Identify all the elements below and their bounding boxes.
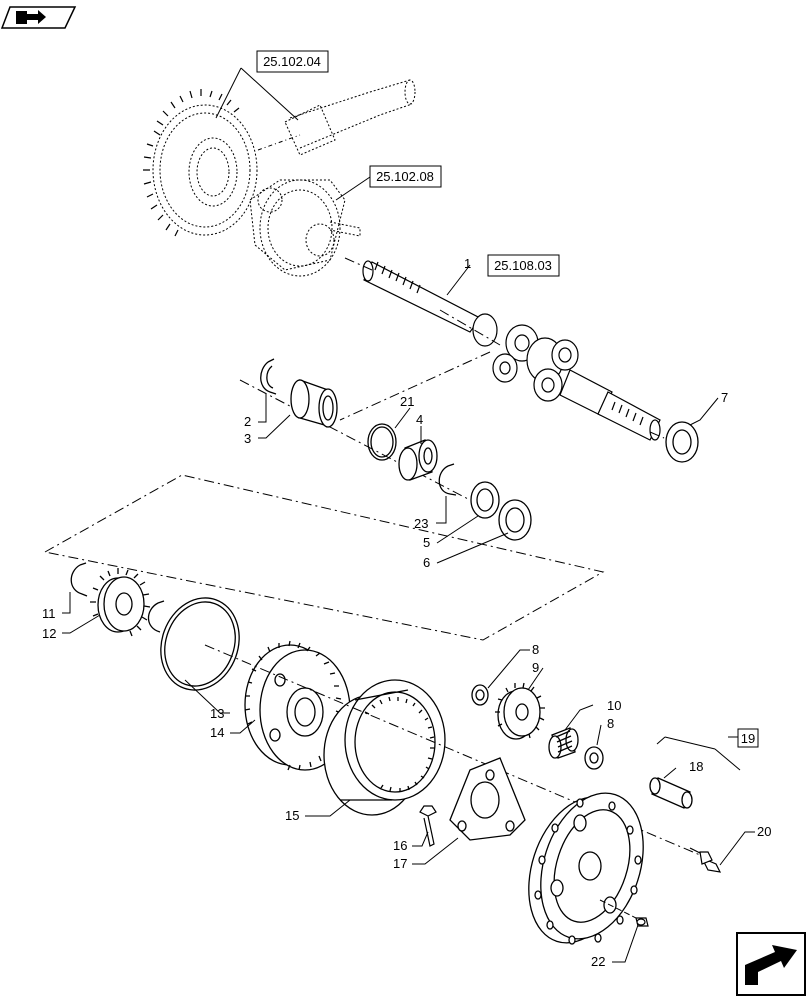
callout-21: 21	[400, 394, 414, 409]
ref-text-19: 19	[741, 731, 755, 746]
callout-17: 17	[393, 856, 407, 871]
ref-bracket-25-102-04	[215, 67, 299, 121]
callout-18: 18	[689, 759, 703, 774]
ref-box-25-102-04[interactable]: 25.102.04	[256, 50, 329, 73]
callout-14: 14	[210, 725, 224, 740]
ref-bracket-25-102-08	[335, 176, 371, 201]
callout-8b: 8	[607, 716, 614, 731]
needle-bearing-10	[548, 727, 579, 759]
seal-7	[665, 421, 699, 463]
ref-box-19[interactable]: 19	[737, 728, 759, 748]
differential-housing	[249, 179, 361, 277]
ref-text-25-108-03: 25.108.03	[494, 258, 552, 273]
pin-18	[649, 777, 693, 809]
book-arrow-icon[interactable]	[0, 6, 77, 29]
washer-8b	[584, 746, 604, 770]
center-axis-line	[239, 257, 665, 501]
callout-22: 22	[591, 954, 605, 969]
ring-21	[367, 423, 397, 461]
callout-1: 1	[464, 256, 471, 271]
next-page-arrow-icon[interactable]	[736, 932, 806, 996]
callout-labels: 1 7 2 3 21 4 23 5 6 11 12 8 9 10 8 13 14…	[42, 256, 771, 969]
cover-axis-line	[599, 899, 637, 919]
callout-4: 4	[416, 412, 423, 427]
callout-2: 2	[244, 414, 251, 429]
pinion-shaft	[284, 79, 416, 156]
callout-5: 5	[423, 535, 430, 550]
planetary-assembly-box	[43, 474, 605, 641]
ref-text-25-102-08: 25.102.08	[376, 169, 434, 184]
ref-text-25-102-04: 25.102.04	[263, 54, 321, 69]
plug-22	[635, 917, 649, 927]
bolt-16	[419, 805, 437, 847]
callout-15: 15	[285, 808, 299, 823]
o-ring-13	[160, 597, 240, 691]
callout-9: 9	[532, 660, 539, 675]
callout-16: 16	[393, 838, 407, 853]
ring-gear	[152, 104, 258, 236]
hub-cover	[528, 792, 644, 945]
circlip-12b	[147, 600, 165, 633]
assembly-dash-line	[339, 351, 491, 421]
universal-joint	[492, 324, 661, 441]
lock-plate-17	[449, 757, 526, 841]
gear-12	[90, 568, 151, 637]
washer-8	[471, 684, 489, 706]
planet-gear-9	[495, 682, 545, 740]
circlip-2	[260, 358, 277, 395]
callout-7: 7	[721, 390, 728, 405]
pinion-axis-line	[257, 134, 301, 151]
bearing-3	[290, 379, 338, 428]
bearing-4	[398, 439, 438, 481]
callout-11: 11	[42, 606, 56, 621]
callout-20: 20	[757, 824, 771, 839]
leader-lines	[62, 264, 755, 963]
ref-box-25-108-03[interactable]: 25.108.03	[487, 254, 560, 277]
callout-12: 12	[42, 626, 56, 641]
callout-10: 10	[607, 698, 621, 713]
ring-gear-teeth	[143, 89, 240, 237]
callout-6: 6	[423, 555, 430, 570]
ref-bracket-19	[656, 736, 741, 771]
ring-gear-15	[323, 679, 446, 816]
spacer-5	[470, 481, 500, 519]
circlip-23	[438, 463, 457, 496]
callout-3: 3	[244, 431, 251, 446]
circlip-11	[70, 562, 88, 597]
ring-6	[498, 499, 532, 541]
callout-13: 13	[210, 706, 224, 721]
ref-box-25-102-08[interactable]: 25.102.08	[369, 165, 442, 188]
axle-shaft	[362, 260, 498, 347]
callout-23: 23	[414, 516, 428, 531]
bolt-20	[689, 847, 722, 873]
callout-8: 8	[532, 642, 539, 657]
